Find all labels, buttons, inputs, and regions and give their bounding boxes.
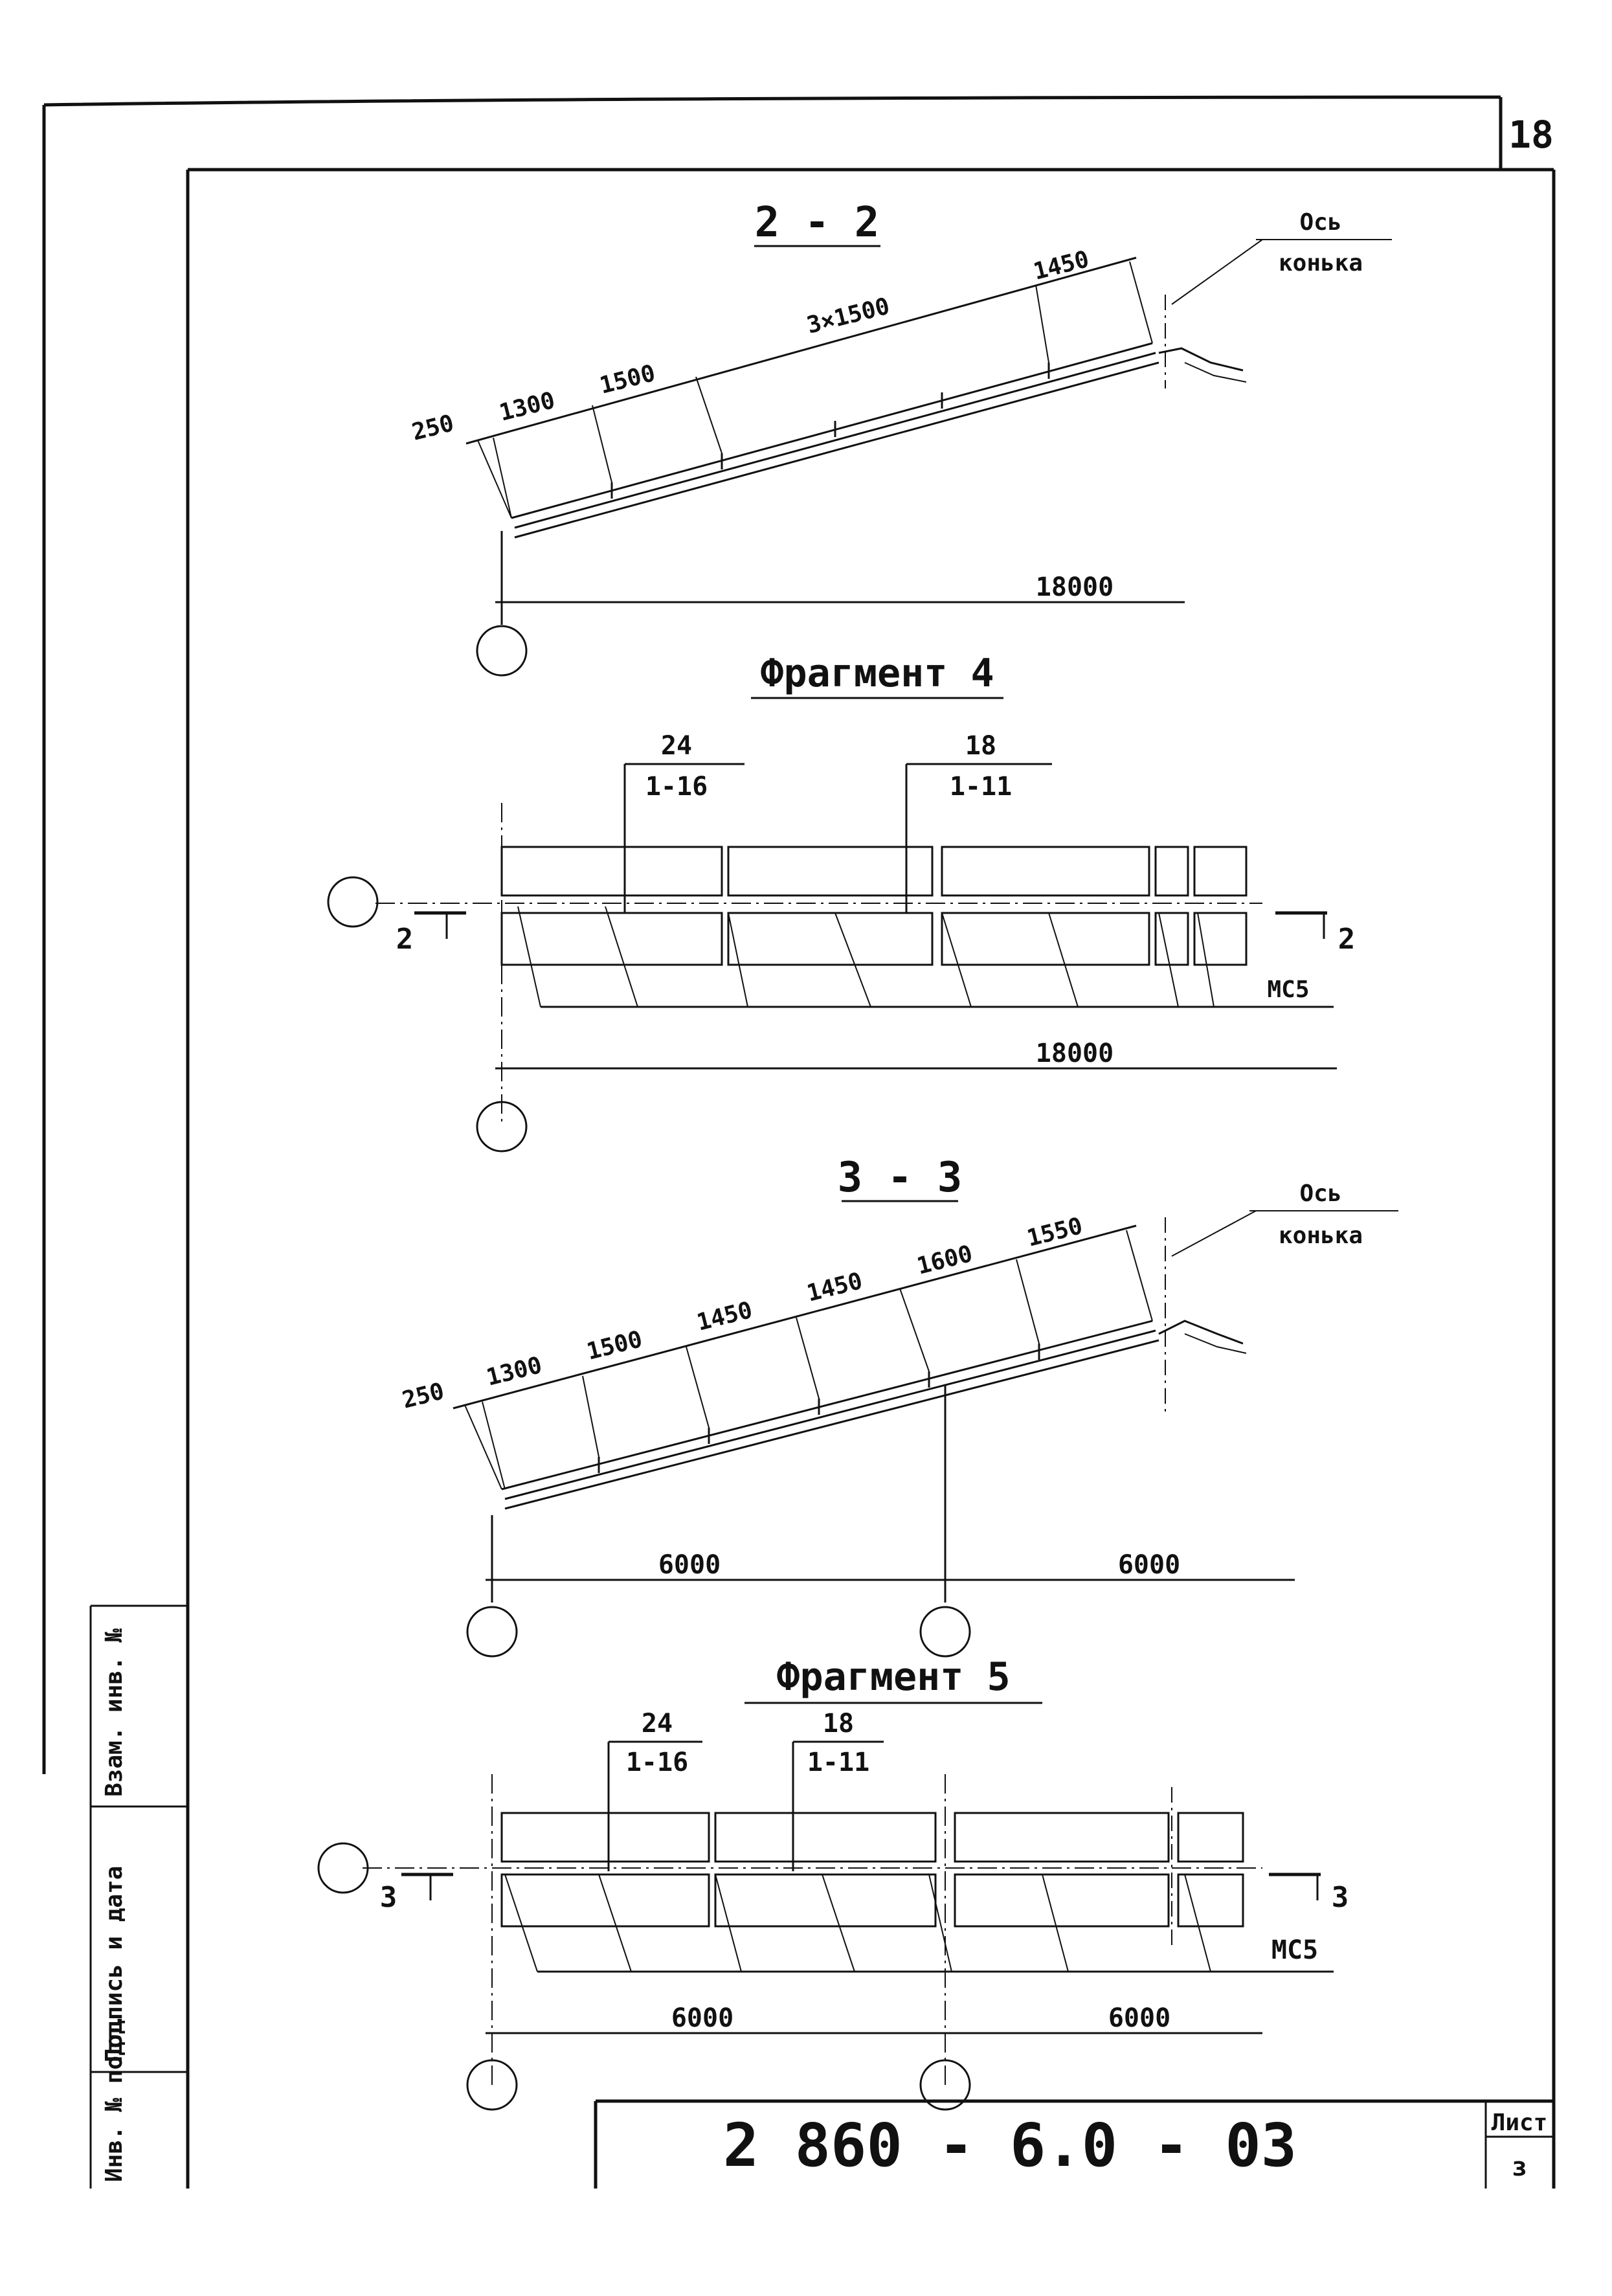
fragment-4-callout-1-bottom: 1-16 [645,772,708,802]
fragment-5-callout-2-top: 18 [823,1709,854,1739]
stamp-col3: Инв. № подл. [101,2014,128,2182]
fragment-5-span-2: 6000 [1108,2003,1170,2033]
axis-label-2-2-line2: конька [1279,250,1363,276]
dim-3-3-span-2: 6000 [1118,1550,1180,1580]
fragment-4 [327,697,1337,1153]
fragment-4-callout-2-top: 18 [965,731,996,761]
fragment-4-span: 18000 [1036,1039,1114,1068]
list-label: Лист [1492,2110,1548,2136]
section-2-2 [465,239,1392,677]
title-block [594,2099,1554,2189]
fragment-5-callout-1-bottom: 1-16 [626,1748,688,1777]
fragment-5-cut-right: 3 [1332,1881,1349,1914]
fragment-5-callout-1-top: 24 [642,1709,673,1739]
dim-3-3-1600: 1600 [914,1241,975,1280]
dim-2-2-span: 18000 [1036,572,1114,602]
axis-label-3-3-line2: конька [1279,1222,1363,1249]
fragment-5-title: Фрагмент 5 [776,1654,1010,1700]
axis-label-3-3-line1: Ось [1299,1180,1341,1207]
dim-3-3-250: 250 [399,1378,447,1414]
dim-2-2-3x1500: 3×1500 [804,293,892,339]
fragment-4-mark: МС5 [1267,976,1309,1003]
dim-3-3-1550: 1550 [1024,1213,1085,1252]
fragment-5-mark: МС5 [1271,1935,1318,1965]
dim-3-3-span-1: 6000 [658,1550,721,1580]
fragment-4-callout-1-top: 24 [661,731,692,761]
stamp-col2: Подпись и дата [101,1866,128,2062]
left-stamp: Взам. инв. № Подпись и дата Инв. № подл. [89,1604,188,2189]
list-value: з [1512,2152,1527,2182]
stamp-col1: Взам. инв. № [101,1628,128,1797]
document-code: 2 860 - 6.0 - 03 [723,2111,1297,2180]
section-2-2-title: 2 - 2 [755,199,880,247]
fragment-5 [317,1702,1334,2111]
dim-2-2-250: 250 [409,410,456,446]
sheet-number: 18 [1508,113,1554,157]
sheet-frame [42,95,1556,2189]
section-3-3-title: 3 - 3 [838,1154,963,1202]
fragment-5-span-1: 6000 [671,2003,733,2033]
section-3-3 [453,1200,1398,1658]
axis-label-2-2-line1: Ось [1299,209,1341,236]
fragment-4-cut-right: 2 [1338,923,1356,956]
fragment-5-callout-2-bottom: 1-11 [807,1748,869,1777]
fragment-4-title: Фрагмент 4 [760,651,994,696]
fragment-4-callout-2-bottom: 1-11 [950,772,1012,802]
fragment-4-cut-left: 2 [396,923,414,956]
fragment-5-cut-left: 3 [380,1881,397,1914]
